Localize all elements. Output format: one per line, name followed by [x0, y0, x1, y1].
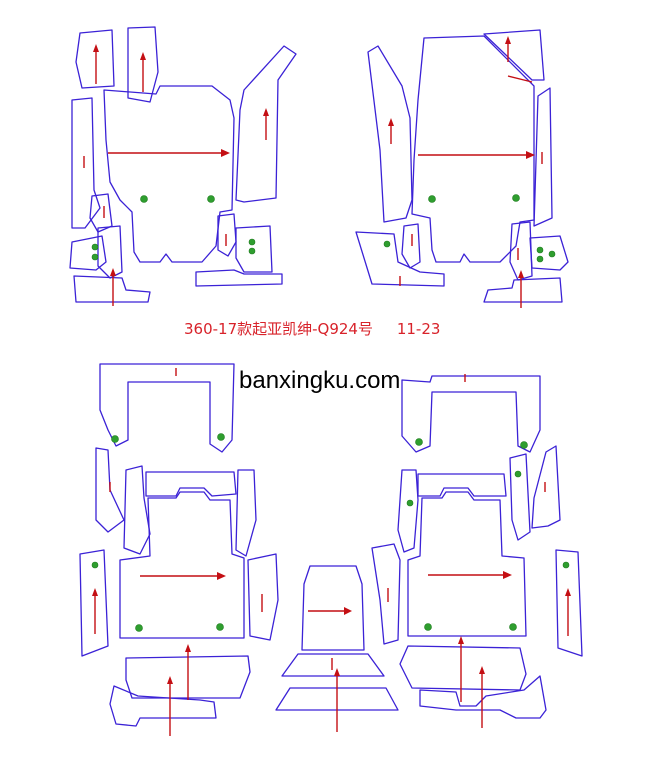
grain-arrow — [388, 118, 394, 144]
clip-hole — [536, 246, 544, 254]
clip-hole — [135, 624, 143, 632]
mat-piece — [483, 277, 563, 303]
clip-hole — [248, 247, 256, 255]
clip-hole — [111, 435, 119, 443]
grain-arrow — [479, 666, 485, 728]
mat-piece — [397, 469, 419, 553]
mat-piece — [123, 465, 151, 555]
mat-piece — [555, 549, 583, 657]
clip-hole — [216, 623, 224, 631]
clip-hole — [91, 253, 99, 261]
grain-arrow — [428, 571, 512, 579]
pattern-group-top-left — [69, 26, 297, 306]
clip-hole — [415, 438, 423, 446]
clip-hole — [91, 243, 99, 251]
mat-piece — [125, 655, 251, 699]
pattern-group-bottom-right — [371, 374, 583, 728]
site-watermark: banxingku.com — [239, 367, 401, 394]
grain-arrow — [167, 676, 173, 736]
grain-arrow — [140, 572, 226, 580]
mat-piece — [103, 85, 235, 263]
mat-piece — [89, 193, 113, 233]
mat-piece — [119, 491, 245, 639]
mat-piece — [217, 213, 237, 257]
grain-arrow — [334, 668, 340, 732]
clip-hole — [217, 433, 225, 441]
mat-piece — [301, 565, 365, 651]
mat-piece — [145, 471, 237, 497]
grain-arrow — [565, 588, 571, 636]
mat-piece — [281, 653, 385, 677]
clip-hole — [406, 499, 414, 507]
grain-arrow — [185, 644, 191, 700]
mat-piece — [371, 543, 401, 645]
mat-piece — [235, 225, 273, 273]
mat-piece — [127, 26, 159, 103]
mat-piece — [401, 375, 541, 453]
mat-piece — [73, 275, 151, 303]
mat-piece — [533, 87, 553, 227]
mat-piece — [411, 35, 535, 263]
pattern-group-top-right — [355, 29, 569, 308]
mat-piece — [71, 97, 101, 229]
pattern-group-bottom-left — [79, 363, 279, 736]
mat-piece — [509, 453, 531, 541]
clip-hole — [520, 441, 528, 449]
clip-hole — [383, 240, 391, 248]
mat-piece — [509, 221, 533, 281]
clip-hole — [514, 470, 522, 478]
clip-hole — [140, 195, 148, 203]
grain-arrow — [263, 108, 269, 140]
grain-arrow — [92, 588, 98, 634]
mat-piece — [247, 553, 279, 641]
mat-piece — [407, 491, 527, 637]
clip-hole — [248, 238, 256, 246]
mat-piece — [95, 447, 125, 533]
grain-arrow — [108, 149, 230, 157]
model-caption: 360-17款起亚凯绅-Q924号 11-23 — [184, 320, 441, 338]
mat-piece — [97, 225, 123, 279]
mat-piece — [79, 549, 109, 657]
clip-hole — [509, 623, 517, 631]
mat-piece — [355, 231, 445, 287]
mat-piece — [275, 687, 399, 711]
mat-piece — [401, 223, 421, 269]
clip-hole — [548, 250, 556, 258]
mat-piece — [399, 645, 527, 691]
mat-piece — [419, 675, 547, 719]
mat-piece — [75, 29, 115, 89]
grain-arrow — [518, 270, 524, 308]
grain-arrow — [308, 607, 352, 615]
grain-arrow — [110, 268, 116, 306]
clip-hole — [512, 194, 520, 202]
mat-piece — [99, 363, 235, 453]
mat-piece — [69, 235, 107, 271]
grain-arrow — [93, 44, 99, 84]
clip-hole — [562, 561, 570, 569]
mat-piece — [195, 269, 283, 287]
mat-piece — [531, 445, 561, 529]
mat-piece — [235, 469, 257, 557]
grain-arrow — [458, 636, 464, 702]
grain-arrow — [505, 36, 533, 83]
pattern-group-bottom-center — [275, 565, 399, 732]
clip-hole — [424, 623, 432, 631]
clip-hole — [428, 195, 436, 203]
mat-piece — [367, 45, 413, 223]
mat-piece — [417, 473, 507, 497]
grain-arrow — [140, 52, 146, 92]
mat-piece — [483, 29, 545, 81]
mat-piece — [109, 685, 217, 727]
mat-piece — [529, 235, 569, 271]
clip-hole — [207, 195, 215, 203]
grain-arrow — [418, 151, 535, 159]
clip-hole — [536, 255, 544, 263]
mat-piece — [235, 45, 297, 203]
clip-hole — [91, 561, 99, 569]
